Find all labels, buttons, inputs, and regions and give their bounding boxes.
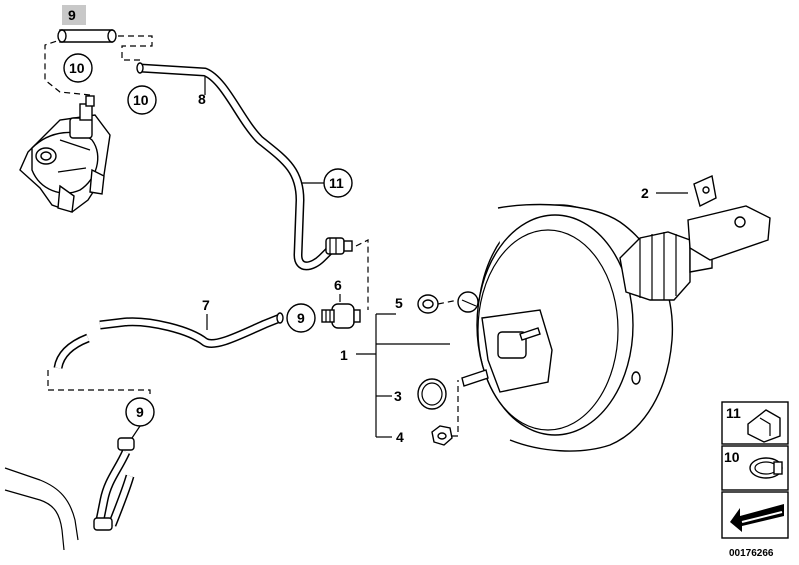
highlight-box	[62, 5, 86, 25]
clip-icon	[747, 409, 781, 443]
leader-hose-top	[118, 35, 153, 61]
label-2: 2	[641, 185, 649, 201]
label-3: 3	[394, 388, 402, 404]
hose-fitting	[325, 237, 353, 255]
callout-circle-10a	[63, 53, 93, 83]
leader-9bot	[131, 425, 141, 439]
fork-bracket-2	[687, 174, 771, 261]
intake-pipe	[4, 437, 135, 551]
hose-7	[53, 312, 284, 370]
grommet-5	[417, 294, 439, 314]
leader-4	[452, 380, 459, 437]
diagram-id: 00176266	[729, 548, 774, 559]
leader-pump	[44, 39, 91, 96]
callout-circle-10b	[127, 85, 157, 115]
callout-circle-9mid	[286, 303, 316, 333]
label-1: 1	[340, 347, 348, 363]
leader-5	[437, 299, 459, 305]
label-9-bot: 9	[136, 404, 144, 420]
label-9-top: 9	[68, 7, 76, 23]
legend-number-10: 10	[724, 449, 740, 465]
hose-piece-9	[57, 29, 117, 43]
label-5: 5	[395, 295, 403, 311]
legend-number-11: 11	[726, 405, 741, 421]
label-6: 6	[334, 277, 342, 293]
nut-4	[431, 425, 453, 446]
hose-clamp-icon	[749, 457, 783, 479]
leader-fitting	[355, 239, 369, 310]
label-11: 11	[329, 175, 344, 191]
label-10-a: 10	[69, 60, 85, 76]
leader-hose-7	[47, 370, 151, 398]
label-10-b: 10	[133, 92, 149, 108]
vacuum-pump	[19, 95, 111, 213]
hose-8	[136, 62, 336, 271]
label-4: 4	[396, 429, 404, 445]
label-7: 7	[202, 297, 210, 313]
label-9-mid: 9	[297, 310, 305, 326]
legend-panel: 11 10 00176266	[721, 401, 789, 559]
label-8: 8	[198, 91, 206, 107]
group-bracket-1	[356, 313, 450, 438]
arrow-left-icon	[730, 504, 784, 532]
check-valve-6	[321, 303, 361, 329]
